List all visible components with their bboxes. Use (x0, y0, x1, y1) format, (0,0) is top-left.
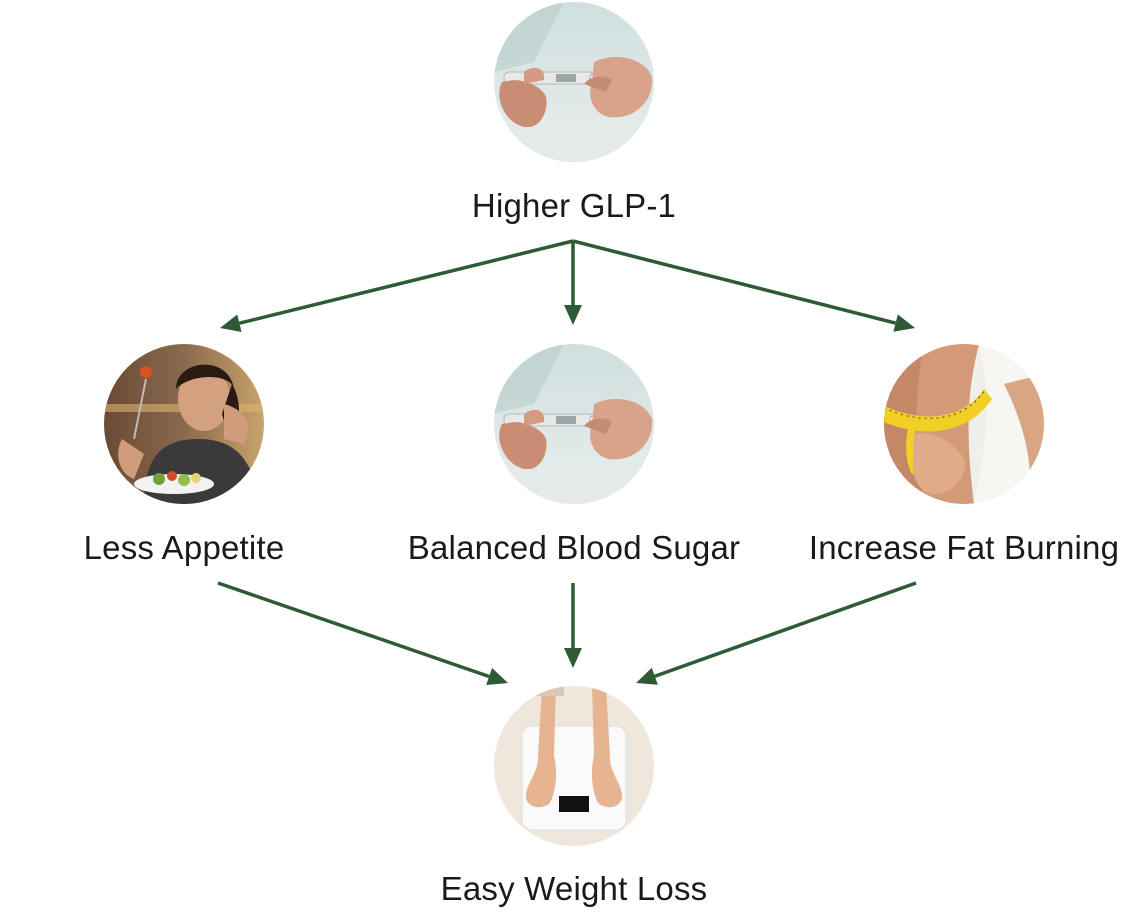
measuring-tape-waist-photo (884, 344, 1044, 504)
arrow-top-to-right (572, 239, 897, 325)
insulin-pen-photo (494, 2, 654, 162)
arrowhead-left-to-bottom (486, 667, 508, 685)
arrowhead-top-to-right (893, 314, 915, 332)
feet-on-scale-photo (494, 686, 654, 846)
arrowhead-center-to-bottom (564, 648, 582, 668)
arrow-left-to-bottom (217, 581, 490, 679)
node-label-balanced-blood-sugar: Balanced Blood Sugar (407, 529, 741, 566)
node-label-easy-weight-loss: Easy Weight Loss (440, 870, 708, 907)
arrow-top-to-left (239, 239, 574, 325)
arrowhead-top-to-center (564, 305, 582, 325)
arrowhead-right-to-bottom (636, 667, 658, 685)
node-label-higher-glp1: Higher GLP-1 (471, 187, 677, 224)
arrowhead-top-to-left (220, 314, 242, 332)
node-label-less-appetite: Less Appetite (83, 529, 285, 566)
insulin-pen-photo-center (494, 344, 654, 504)
arrow-right-to-bottom (654, 581, 917, 678)
woman-with-salad-photo (104, 344, 264, 504)
node-label-increase-fat-burning: Increase Fat Burning (808, 529, 1120, 566)
